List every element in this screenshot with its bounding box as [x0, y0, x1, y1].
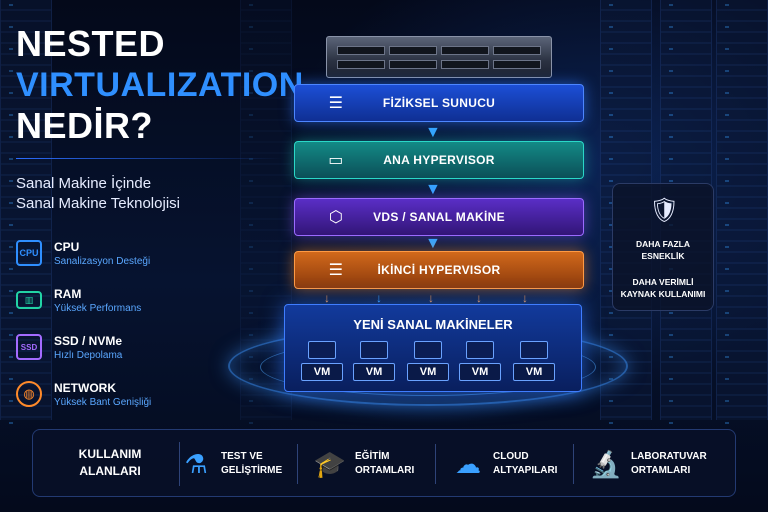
- vm-node: VM: [407, 341, 449, 385]
- arrow-down-icon: ▼: [425, 181, 441, 198]
- cube-icon: ⬡: [328, 209, 344, 226]
- arrow-down-icon: ↓: [476, 291, 482, 305]
- server-rack-bg: [0, 0, 52, 424]
- globe-icon: ◍: [16, 381, 42, 407]
- benefit-text: DAHA FAZLA: [636, 239, 690, 249]
- ssd-icon: SSD: [16, 334, 42, 360]
- shield-check-icon: 🛡: [649, 197, 680, 224]
- feature-name: RAM: [54, 286, 82, 301]
- feature-desc: Hızlı Depolama: [54, 349, 123, 361]
- benefit-efficiency: DAHA VERİMLİ KAYNAK KULLANIMI: [613, 276, 713, 300]
- feature-ram: ▥ RAM Yüksek Performans: [16, 279, 236, 321]
- divider: [179, 442, 180, 486]
- divider: [573, 444, 574, 484]
- title-divider: [16, 158, 282, 159]
- vm-label: VM: [459, 363, 501, 381]
- feature-name: NETWORK: [54, 380, 116, 395]
- server-icon: [360, 341, 388, 359]
- feature-name: CPU: [54, 239, 80, 254]
- usage-item-text: TEST VE: [221, 451, 263, 462]
- usage-item-text: GELİŞTİRME: [221, 465, 283, 476]
- arrow-down-icon: ↓: [324, 291, 330, 305]
- ram-icon: ▥: [16, 291, 42, 309]
- title-line-3: NEDİR?: [16, 105, 153, 146]
- feature-cpu: CPU CPU Sanalizasyon Desteği: [16, 232, 236, 274]
- vm-label: VM: [353, 363, 395, 381]
- vm-node: VM: [301, 341, 343, 385]
- layer-hypervisor: ▭ ANA HYPERVISOR: [294, 141, 584, 179]
- layer-label: ANA HYPERVISOR: [383, 153, 495, 167]
- feature-desc: Yüksek Performans: [54, 302, 142, 314]
- layer-nested-hypervisor: ☰ İKİNCİ HYPERVISOR: [294, 251, 584, 289]
- vm-label: VM: [301, 363, 343, 381]
- feature-ssd: SSD SSD / NVMe Hızlı Depolama: [16, 326, 236, 368]
- subtitle-line-1: Sanal Makine İçinde: [16, 175, 152, 192]
- usage-item-text: ORTAMLARI: [631, 465, 691, 476]
- usage-areas-bar: KULLANIM ALANLARI ⚗ TEST VE GELİŞTİRME 🎓…: [32, 429, 736, 497]
- divider: [435, 444, 436, 484]
- server-icon: [414, 341, 442, 359]
- benefit-flexibility: DAHA FAZLA ESNEKLİK: [613, 238, 713, 262]
- usage-item-education: 🎓 EĞİTİM ORTAMLARI: [313, 442, 445, 486]
- layer-vds: ⬡ VDS / SANAL MAKİNE: [294, 198, 584, 236]
- benefits-card: 🛡 DAHA FAZLA ESNEKLİK DAHA VERİMLİ KAYNA…: [612, 183, 714, 311]
- server-rack-bg: [716, 0, 768, 424]
- vm-label: VM: [407, 363, 449, 381]
- vm-node: VM: [353, 341, 395, 385]
- arrow-down-icon: ↓: [428, 291, 434, 305]
- microscope-icon: 🔬: [589, 449, 623, 479]
- server-icon: [466, 341, 494, 359]
- new-vms-title: YENİ SANAL MAKİNELER: [353, 317, 513, 332]
- new-vms-panel: YENİ SANAL MAKİNELER VM VM VM VM VM: [284, 304, 582, 392]
- usage-item-text: EĞİTİM: [355, 451, 390, 462]
- cpu-icon: CPU: [16, 240, 42, 266]
- feature-network: ◍ NETWORK Yüksek Bant Genişliği: [16, 373, 236, 415]
- usage-item-text: ORTAMLARI: [355, 465, 415, 476]
- arrow-down-icon: ↓: [522, 291, 528, 305]
- server-icon: ☰: [328, 95, 344, 112]
- server-icon: [308, 341, 336, 359]
- page-title: NESTED VIRTUALIZATION NEDİR?: [16, 26, 304, 144]
- server-icon: ☰: [328, 262, 344, 279]
- arrow-down-icon: ↓: [376, 291, 382, 305]
- title-line-1: NESTED: [16, 23, 166, 64]
- title-line-2: VIRTUALIZATION: [16, 66, 304, 104]
- cloud-icon: ☁: [455, 449, 481, 479]
- usage-label-line: KULLANIM: [78, 447, 142, 461]
- usage-item-text: CLOUD: [493, 451, 529, 462]
- graduation-cap-icon: 🎓: [313, 449, 347, 479]
- feature-desc: Yüksek Bant Genişliği: [54, 396, 152, 408]
- layer-physical-server: ☰ FİZİKSEL SUNUCU: [294, 84, 584, 122]
- arrow-down-icon: ▼: [425, 235, 441, 252]
- layer-label: İKİNCİ HYPERVISOR: [377, 263, 501, 277]
- usage-item-test: ⚗ TEST VE GELİŞTİRME: [179, 442, 311, 486]
- layer-label: FİZİKSEL SUNUCU: [382, 96, 496, 110]
- flask-icon: ⚗: [184, 449, 208, 479]
- server-icon: [520, 341, 548, 359]
- usage-label: KULLANIM ALANLARI: [55, 446, 165, 480]
- usage-item-cloud: ☁ CLOUD ALTYAPILARI: [451, 442, 583, 486]
- usage-item-lab: 🔬 LABORATUVAR ORTAMLARI: [589, 442, 721, 486]
- layer-label: VDS / SANAL MAKİNE: [373, 210, 505, 224]
- feature-desc: Sanalizasyon Desteği: [54, 255, 151, 267]
- vm-label: VM: [513, 363, 555, 381]
- monitor-icon: ▭: [328, 152, 344, 169]
- server-hardware-icon: [326, 36, 552, 78]
- vm-node: VM: [459, 341, 501, 385]
- feature-name: SSD / NVMe: [54, 333, 123, 348]
- benefit-text: ESNEKLİK: [641, 251, 685, 261]
- subtitle-line-2: Sanal Makine Teknolojisi: [16, 195, 180, 212]
- benefit-text: KAYNAK KULLANIMI: [620, 289, 706, 299]
- subtitle: Sanal Makine İçinde Sanal Makine Teknolo…: [16, 174, 180, 214]
- divider: [297, 444, 298, 484]
- benefit-text: DAHA VERİMLİ: [632, 277, 694, 287]
- usage-label-line: ALANLARI: [79, 464, 141, 478]
- vm-node: VM: [513, 341, 555, 385]
- usage-item-text: ALTYAPILARI: [493, 465, 558, 476]
- arrow-down-icon: ▼: [425, 124, 441, 141]
- usage-item-text: LABORATUVAR: [631, 451, 707, 462]
- feature-list: CPU CPU Sanalizasyon Desteği ▥ RAM Yükse…: [16, 232, 236, 420]
